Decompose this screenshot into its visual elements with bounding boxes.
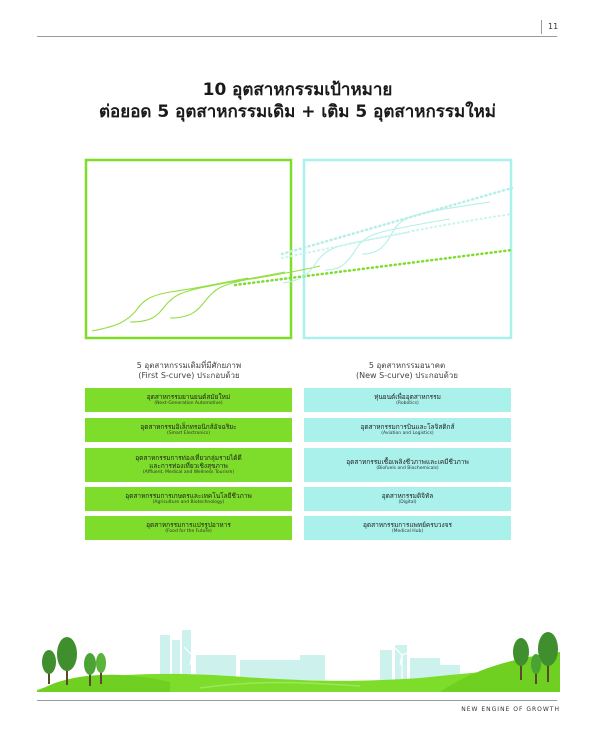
page-title-line1: 10 อุตสาหกรรมเป้าหมาย	[202, 80, 393, 100]
item-english-label: (Smart Electronics)	[166, 431, 211, 436]
item-thai-label: อุตสาหกรรมการบินและโลจิสติกส์	[360, 423, 455, 431]
first-s-curve-1	[91, 277, 249, 332]
footer-rule	[37, 700, 557, 701]
new-industry-item: อุตสาหกรรมดิจิทัล (Digital)	[304, 487, 511, 511]
new-s-curve-heading: 5 อุตสาหกรรมอนาคต (New S-curve) ประกอบด้…	[302, 361, 512, 381]
city-skyline	[160, 630, 460, 680]
item-thai-label: อุตสาหกรรมอิเล็กทรอนิกส์อัจฉริยะ	[140, 423, 237, 431]
first-s-curve-2	[129, 271, 286, 323]
foreground-hill-left	[37, 674, 170, 692]
item-english-label: (Aviation and Logistics)	[381, 431, 434, 436]
first-industry-item: อุตสาหกรรมยานยนต์สมัยใหม่ (Next-Generati…	[85, 388, 292, 412]
new-s-curve-trend-2	[281, 213, 513, 259]
page-title-line2: ต่อยอด 5 อุตสาหกรรมเดิม + เติม 5 อุตสาหก…	[99, 102, 496, 122]
footer-text: NEW ENGINE OF GROWTH	[461, 706, 560, 713]
first-s-curve-heading-line2: (First S-curve) ประกอบด้วย	[138, 371, 240, 380]
first-industry-item: อุตสาหกรรมการเกษตรและเทคโนโลยีชีวภาพ (Ag…	[85, 487, 292, 511]
new-s-curve-heading-line1: 5 อุตสาหกรรมอนาคต	[368, 361, 446, 370]
item-thai-label: อุตสาหกรรมเชื้อเพลิงชีวภาพและเคมีชีวภาพ	[346, 458, 469, 466]
foreground-hill-right	[440, 652, 560, 692]
item-english-label: (Affluent, Medical and Wellness Tourism)	[142, 470, 235, 475]
item-thai-label: อุตสาหกรรมการแพทย์ครบวงจร	[363, 521, 452, 529]
item-english-label: (Next-Generation Automotive)	[154, 401, 223, 406]
item-thai-label: อุตสาหกรรมการท่องเที่ยวกลุ่มรายได้ดี	[135, 454, 242, 462]
first-s-curve-3	[169, 265, 321, 319]
first-s-curve-heading-line1: 5 อุตสาหกรรมเดิมที่มีศักยภาพ	[136, 361, 242, 370]
new-s-curve-frame	[302, 158, 513, 340]
new-industry-item: อุตสาหกรรมการแพทย์ครบวงจร (Medical Hub)	[304, 516, 511, 540]
new-industry-item: หุ่นยนต์เพื่ออุตสาหกรรม (Robotics)	[304, 388, 511, 412]
wind-turbines	[131, 646, 413, 684]
first-industry-item: อุตสาหกรรมการแปรรูปอาหาร (Food for the F…	[85, 516, 292, 540]
trees	[42, 632, 558, 686]
first-s-curve-trend	[233, 248, 514, 287]
page-number-divider	[541, 20, 542, 34]
first-industry-item: อุตสาหกรรมอิเล็กทรอนิกส์อัจฉริยะ (Smart …	[85, 418, 292, 442]
page-number: 11	[548, 22, 559, 31]
first-s-curve-frame	[84, 158, 293, 340]
item-english-label: (Robotics)	[396, 401, 419, 406]
item-thai-label: หุ่นยนต์เพื่ออุตสาหกรรม	[374, 393, 441, 401]
item-english-label: (Biofuels and Biochemicals)	[376, 466, 439, 471]
item-english-label: (Agriculture and Biotechnology)	[152, 500, 225, 505]
item-english-label: (Food for the Future)	[165, 529, 212, 534]
item-thai-label: อุตสาหกรรมยานยนต์สมัยใหม่	[146, 393, 231, 401]
new-s-curve-2	[324, 218, 451, 271]
first-industry-item: อุตสาหกรรมการท่องเที่ยวกลุ่มรายได้ดี และ…	[85, 448, 292, 482]
item-thai-label-line2: และการท่องเที่ยวเชิงสุขภาพ	[149, 462, 228, 470]
new-industry-item: อุตสาหกรรมการบินและโลจิสติกส์ (Aviation …	[304, 418, 511, 442]
new-s-curve-heading-line2: (New S-curve) ประกอบด้วย	[356, 371, 458, 380]
item-english-label: (Medical Hub)	[391, 529, 424, 534]
item-english-label: (Digital)	[398, 500, 417, 505]
new-s-curve-trend	[280, 186, 514, 256]
item-thai-label: อุตสาหกรรมการเกษตรและเทคโนโลยีชีวภาพ	[125, 492, 252, 500]
ground-paths	[199, 681, 361, 689]
new-industry-item: อุตสาหกรรมเชื้อเพลิงชีวภาพและเคมีชีวภาพ …	[304, 448, 511, 482]
s-curve-diagram	[84, 158, 514, 340]
first-s-curve-heading: 5 อุตสาหกรรมเดิมที่มีศักยภาพ (First S-cu…	[84, 361, 294, 381]
item-thai-label: อุตสาหกรรมการแปรรูปอาหาร	[146, 521, 231, 529]
item-thai-label: อุตสาหกรรมดิจิทัล	[381, 492, 434, 500]
header-rule	[37, 36, 557, 37]
